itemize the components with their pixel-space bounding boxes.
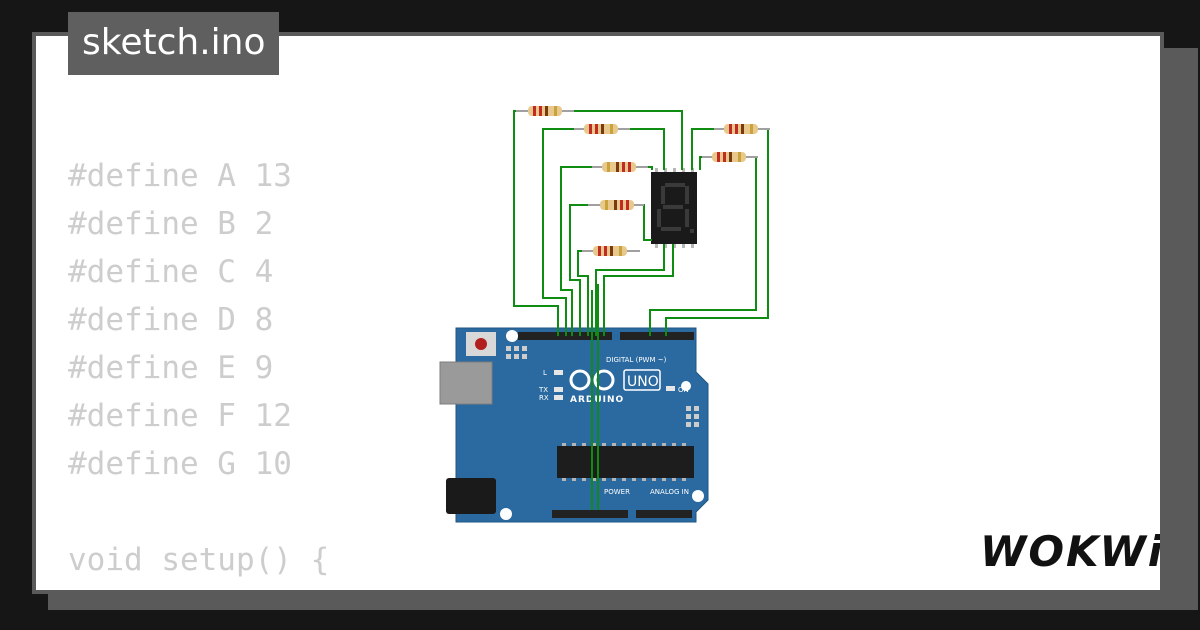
code-line: #define C 4 (68, 254, 274, 290)
seven-segment-display[interactable] (651, 168, 697, 248)
code-line: #define G 10 (68, 446, 292, 482)
l-label: L (543, 369, 547, 377)
code-line: #define F 12 (68, 398, 292, 434)
rx-label: RX (539, 394, 549, 402)
on-label: ON (678, 386, 689, 394)
icsp-header-right (686, 406, 699, 427)
analog-header (636, 510, 692, 518)
arduino-label: ARDUINO (570, 395, 624, 405)
code-line: void setup() { (68, 542, 330, 578)
power-header (552, 510, 628, 518)
wokwi-logo-text: WOKWi (980, 527, 1160, 576)
resistor[interactable] (516, 106, 574, 116)
display-pins (655, 168, 694, 248)
digital-label: DIGITAL (PWM ~) (606, 356, 667, 364)
analog-label: ANALOG IN (650, 488, 689, 496)
mounting-hole (506, 330, 518, 342)
resistor[interactable] (582, 246, 640, 256)
file-tab[interactable]: sketch.ino (68, 12, 280, 75)
chip-pins (562, 443, 686, 481)
usb-port (439, 361, 493, 405)
microcontroller-chip (557, 446, 694, 478)
reset-button-cap (475, 338, 487, 350)
uno-label: UNO (627, 374, 659, 390)
resistor[interactable] (588, 200, 644, 210)
resistor[interactable] (592, 162, 648, 172)
mounting-hole (692, 490, 704, 502)
uno-badge (623, 369, 661, 391)
circuit-diagram: ARDUINO UNO DIGITAL (PWM ~) POWER ANALOG… (439, 106, 770, 523)
power-jack (446, 478, 496, 514)
wokwi-logo: WOKWi (980, 527, 1160, 576)
tx-label: TX (538, 386, 548, 394)
mounting-hole (681, 381, 691, 391)
on-led (666, 386, 675, 391)
code-line: #define A 13 (68, 158, 292, 194)
digital-header-right (620, 332, 694, 340)
rx-led (554, 395, 563, 400)
code-line: #define B 2 (68, 206, 274, 242)
code-line: #define E 9 (68, 350, 274, 386)
arduino-uno-board[interactable]: ARDUINO UNO DIGITAL (PWM ~) POWER ANALOG… (439, 327, 709, 523)
code-line: #define D 8 (68, 302, 274, 338)
code-line: pinMode(A, OUTPUT); (68, 584, 460, 590)
icsp-header (506, 346, 527, 359)
resistor[interactable] (702, 152, 758, 162)
l-led (554, 370, 563, 375)
power-label: POWER (604, 488, 630, 496)
resistor[interactable] (574, 124, 630, 134)
code-preview: #define A 13 #define B 2 #define C 4 #defin… (68, 152, 460, 590)
mounting-hole (500, 508, 512, 520)
tx-led (554, 387, 563, 392)
arduino-infinity-logo (569, 369, 615, 391)
display-segments (657, 183, 694, 233)
resistor[interactable] (714, 124, 770, 134)
